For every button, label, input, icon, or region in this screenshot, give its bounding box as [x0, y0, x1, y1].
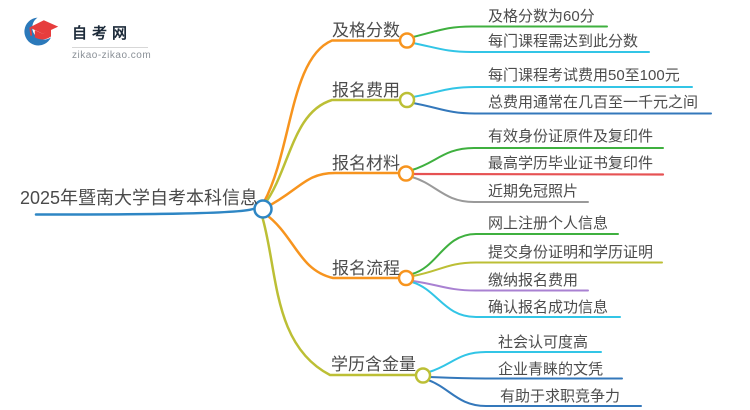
leaf-node[interactable]: 缴纳报名费用 [488, 272, 579, 289]
leaf-node[interactable]: 最高学历毕业证书复印件 [488, 155, 654, 172]
central-topic[interactable]: 2025年暨南大学自考本科信息 [20, 188, 259, 208]
leaf-node[interactable]: 有助于求职竞争力 [500, 388, 621, 405]
leaf-line [412, 25, 608, 38]
leaf-node[interactable]: 社会认可度高 [498, 334, 589, 351]
branch-line-registration-materials [263, 171, 400, 210]
branch-circle[interactable] [398, 32, 416, 49]
leaf-line [412, 86, 693, 98]
branch-line-registration-fee [262, 98, 401, 207]
graduation-cap-icon [24, 17, 59, 46]
leaf-node[interactable]: 企业青睐的文凭 [498, 361, 604, 378]
leaf-line [428, 351, 602, 373]
leaf-node[interactable]: 总费用通常在几百至一千元之间 [488, 94, 699, 111]
branch-registration-fee[interactable]: 报名费用 [332, 81, 400, 100]
branch-degree-value[interactable]: 学历含金量 [331, 355, 416, 374]
leaf-line [412, 280, 589, 292]
branch-passing-score[interactable]: 及格分数 [332, 21, 400, 40]
leaf-node[interactable]: 及格分数为60分 [488, 8, 595, 25]
leaf-line [411, 176, 589, 203]
branch-line-passing-score [262, 39, 401, 204]
leaf-line [411, 233, 619, 275]
leaf-line [429, 376, 623, 380]
branch-registration-process[interactable]: 报名流程 [332, 259, 400, 278]
leaf-node[interactable]: 网上注册个人信息 [488, 215, 609, 232]
logo[interactable]: 自考网 zikao-zikao.com [24, 14, 151, 61]
leaf-line [412, 102, 712, 115]
leaf-node[interactable]: 确认报名成功信息 [488, 299, 609, 316]
leaf-node[interactable]: 每门课程考试费用50至100元 [488, 67, 680, 84]
hub-circle[interactable] [253, 199, 273, 219]
leaf-line [427, 379, 642, 407]
branch-registration-materials[interactable]: 报名材料 [332, 154, 400, 173]
leaf-node[interactable]: 每门课程需达到此分数 [488, 33, 639, 50]
logo-domain: zikao-zikao.com [72, 50, 152, 61]
branch-line-registration-process [262, 211, 400, 280]
branch-circle[interactable] [414, 367, 432, 384]
leaf-line [411, 172, 665, 176]
central-underline [34, 207, 255, 216]
branch-circle[interactable] [397, 269, 415, 287]
logo-divider [72, 47, 148, 48]
leaf-line [412, 42, 650, 53]
leaf-line [411, 147, 664, 171]
branch-circle[interactable] [397, 165, 415, 182]
leaf-line [412, 261, 663, 277]
leaf-node[interactable]: 提交身份证明和学历证明 [488, 244, 654, 261]
logo-title: 自考网 [72, 25, 133, 42]
branch-line-degree-value [260, 214, 417, 377]
leaf-line [411, 281, 621, 318]
leaf-node[interactable]: 近期免冠照片 [488, 183, 579, 200]
branch-circle[interactable] [398, 91, 416, 109]
leaf-node[interactable]: 有效身份证原件及复印件 [488, 128, 654, 145]
